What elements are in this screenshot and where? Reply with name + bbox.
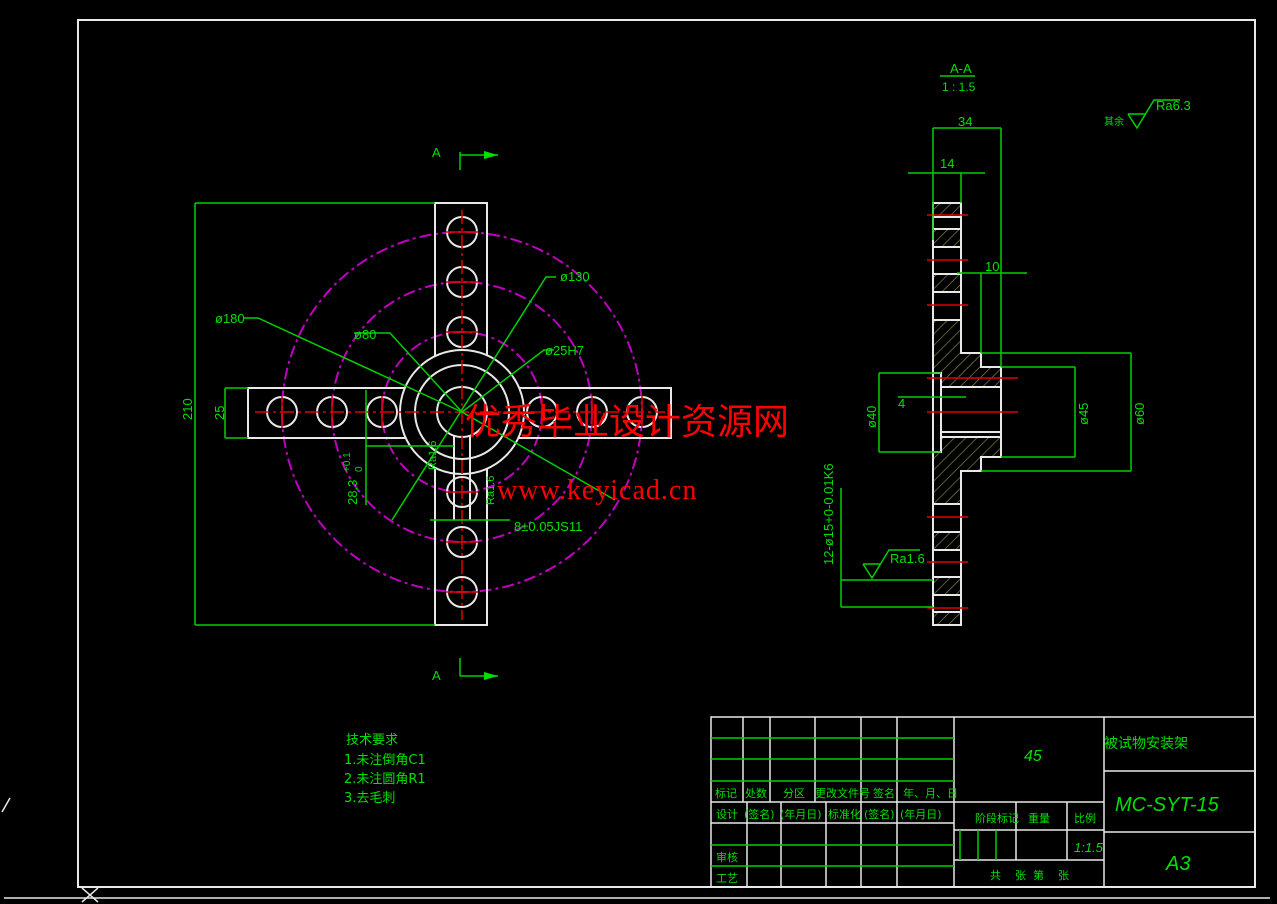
dim-ra16: Ra1.6 bbox=[890, 551, 925, 566]
dim-keyway-width: 8±0.05JS11 bbox=[514, 519, 582, 534]
dim-d40: ø40 bbox=[864, 406, 879, 428]
keyway bbox=[453, 436, 471, 520]
tb-sheets: 共 张 第 张 bbox=[990, 868, 1069, 882]
tb-ratio: 比例 bbox=[1074, 811, 1096, 825]
dim-ra16-keyway: Ra1.6 bbox=[427, 441, 439, 470]
section-view: A-A 1 : 1.5 34 14 10 4 ø40 ø45 ø60 12-ø1… bbox=[821, 61, 1191, 626]
tb-header: 签名 bbox=[873, 786, 895, 800]
tb-header: (年月日) bbox=[780, 807, 822, 821]
tb-header: (年月日) bbox=[900, 807, 942, 821]
dim-d25h7: ø25H7 bbox=[545, 343, 584, 358]
dim-d45: ø45 bbox=[1076, 403, 1091, 425]
title-block: 标记 处数 分区 更改文件号 签名 年、月、日 设计 (签名) (年月日) 标准… bbox=[710, 716, 1256, 888]
leader-lines bbox=[244, 276, 616, 521]
watermark-url: www.keyicad.cn bbox=[497, 475, 697, 506]
tb-header: 标记 bbox=[715, 786, 737, 800]
watermark-cn: 优秀毕业设计资源网 bbox=[465, 402, 789, 443]
dim-keyway-tol-lower: 0 bbox=[354, 466, 365, 472]
dim-10: 10 bbox=[985, 259, 999, 274]
section-center-lines bbox=[927, 214, 1018, 609]
dim-34: 34 bbox=[958, 114, 972, 129]
section-dim-lines bbox=[840, 127, 1132, 608]
corner-mark bbox=[1, 797, 99, 903]
tb-header: (签名) bbox=[744, 807, 775, 821]
tb-header: 处数 bbox=[745, 787, 767, 800]
drawing-frame bbox=[77, 19, 1256, 888]
tech-req-item: 3.去毛刺 bbox=[344, 791, 395, 806]
tb-sheet-size: A3 bbox=[1165, 853, 1190, 875]
dim-210: 210 bbox=[180, 398, 195, 420]
section-title: A-A bbox=[950, 61, 972, 76]
dim-4: 4 bbox=[898, 396, 905, 411]
dim-d60: ø60 bbox=[1132, 403, 1147, 425]
section-arrow-bottom bbox=[459, 658, 498, 677]
tb-part-name: 被试物安装架 bbox=[1104, 736, 1188, 752]
dim-d80: ø80 bbox=[354, 327, 376, 342]
tb-header: 更改文件号 bbox=[815, 786, 870, 800]
tech-req-item: 2.未注圆角R1 bbox=[344, 772, 426, 787]
dim-14: 14 bbox=[940, 156, 954, 171]
tb-material: 45 bbox=[1024, 748, 1042, 765]
dim-holes: 12-ø15+0-0.01K6 bbox=[821, 463, 836, 565]
tb-scale: 1:1.5 bbox=[1074, 840, 1104, 855]
tech-requirements: 技术要求 1.未注倒角C1 2.未注圆角R1 3.去毛刺 bbox=[344, 733, 426, 806]
dim-ra16-keyway-2: Ra1.6 bbox=[485, 476, 497, 505]
dim-keyway-tol-upper: +0.1 bbox=[342, 452, 353, 472]
hole-center-marks bbox=[281, 231, 643, 593]
tb-header: 年、月、日 bbox=[903, 786, 958, 800]
dim-210-lines bbox=[194, 202, 435, 626]
rest-roughness-symbol bbox=[1127, 99, 1180, 130]
tb-process: 工艺 bbox=[716, 872, 738, 885]
dim-d180: ø180 bbox=[215, 311, 245, 326]
tech-req-item: 1.未注倒角C1 bbox=[344, 753, 426, 768]
section-mark-bottom: A bbox=[432, 668, 441, 683]
tb-header: 分区 bbox=[783, 787, 805, 800]
tb-drawing-number: MC-SYT-15 bbox=[1115, 794, 1220, 816]
section-mark-top: A bbox=[432, 145, 441, 160]
rest-roughness: Ra6.3 bbox=[1156, 98, 1191, 113]
dim-25-lines bbox=[224, 387, 248, 439]
rest-roughness-label: 其余 bbox=[1104, 115, 1124, 128]
keyway-dim-lines bbox=[365, 390, 510, 521]
tb-header: 标准化 bbox=[828, 807, 861, 821]
tb-weight: 重量 bbox=[1028, 811, 1050, 825]
tech-req-title: 技术要求 bbox=[346, 733, 398, 748]
dim-keyway-depth: 28.3 bbox=[345, 480, 360, 505]
tb-stage-mark: 阶段标记 bbox=[975, 811, 1019, 825]
front-view: ø180 ø130 ø80 ø25H7 210 25 28.3 +0.1 0 R… bbox=[180, 145, 672, 683]
section-scale: 1 : 1.5 bbox=[942, 80, 976, 94]
roughness-symbol bbox=[862, 549, 920, 580]
tb-header: (签名) bbox=[864, 807, 895, 821]
tb-review: 审核 bbox=[716, 850, 738, 864]
dim-d130: ø130 bbox=[560, 269, 590, 284]
dim-25: 25 bbox=[212, 406, 227, 420]
tb-header: 设计 bbox=[716, 808, 738, 821]
